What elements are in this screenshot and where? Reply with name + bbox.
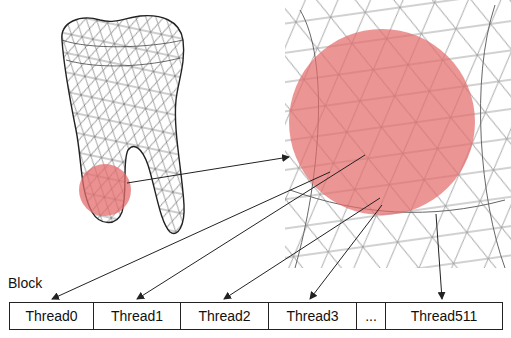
zoomed-mesh bbox=[270, 0, 511, 280]
leader-arrows bbox=[52, 155, 442, 299]
tooth-mesh bbox=[50, 10, 195, 245]
thread-label: ... bbox=[365, 308, 377, 324]
thread-cell: ... bbox=[356, 302, 386, 330]
thread-label: Thread3 bbox=[286, 308, 338, 324]
thread-label: Thread511 bbox=[411, 308, 478, 324]
block-row: BlockThread0 Thread1 Thread2 Thread3... Thre… bbox=[8, 275, 504, 333]
thread-cell: Thread1 bbox=[93, 302, 181, 330]
thread-label: Thread1 bbox=[111, 308, 163, 324]
thread-cell: Thread3 bbox=[268, 302, 357, 330]
block-heading: Block bbox=[8, 275, 42, 291]
thread-label: Thread2 bbox=[198, 308, 250, 324]
thread-cell: Thread511 bbox=[385, 302, 503, 330]
zoom-circle bbox=[289, 29, 475, 215]
thread-label: Thread0 bbox=[25, 308, 77, 324]
selection-circle bbox=[79, 164, 131, 216]
thread-cell: Thread0 bbox=[9, 302, 94, 330]
thread-cell: Thread2 bbox=[180, 302, 269, 330]
